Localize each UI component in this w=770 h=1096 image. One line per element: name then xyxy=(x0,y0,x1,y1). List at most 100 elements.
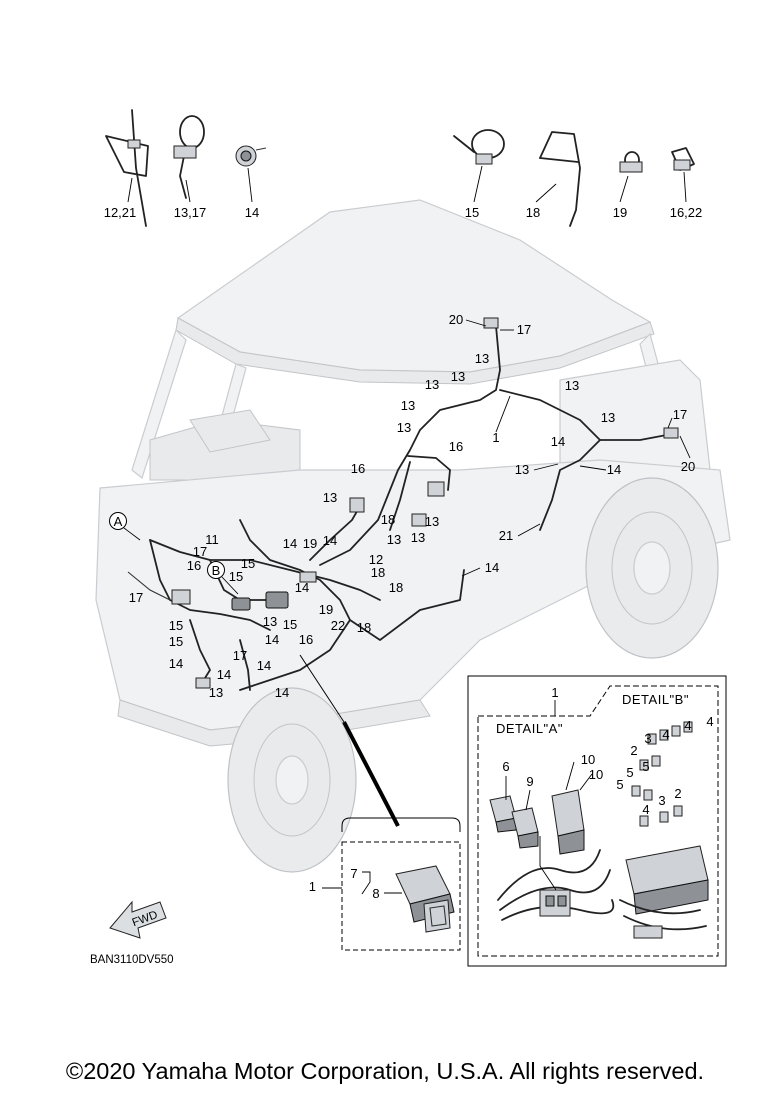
callout-label: 17 xyxy=(129,590,143,605)
rear-tire xyxy=(585,477,719,659)
callout-label: 19 xyxy=(613,205,627,220)
callout-label: 17 xyxy=(233,648,247,663)
callout-label: 14 xyxy=(217,667,231,682)
callout-label: 20 xyxy=(449,312,463,327)
callout-label: 13 xyxy=(475,351,489,366)
svg-text:6: 6 xyxy=(502,759,509,774)
relay-component-icon xyxy=(395,865,455,933)
callout-label: 12,21 xyxy=(104,205,137,220)
top-parts-row xyxy=(105,109,695,227)
callout-label: 16 xyxy=(299,632,313,647)
callout-label: 11 xyxy=(205,532,219,547)
callout-label: 13 xyxy=(425,377,439,392)
callout-label: 17 xyxy=(517,322,531,337)
fwd-arrow-icon: FWD xyxy=(109,900,167,939)
svg-text:A: A xyxy=(114,514,123,529)
callout-label: 15 xyxy=(169,634,183,649)
diagram-code: BAN3110DV550 xyxy=(90,954,174,966)
svg-text:4: 4 xyxy=(662,727,669,742)
callout-label: 15 xyxy=(229,569,243,584)
cable-tie-icon xyxy=(105,109,149,227)
front-tire xyxy=(227,687,357,873)
callout-label: 14 xyxy=(295,580,309,595)
inset-component-box: 1 7 8 xyxy=(299,654,461,951)
callout-label: 16,22 xyxy=(670,205,703,220)
callout-label: 1 xyxy=(492,430,499,445)
svg-text:10: 10 xyxy=(581,752,595,767)
callout-label: 12 xyxy=(369,552,383,567)
callout-label: 20 xyxy=(681,459,695,474)
svg-text:5: 5 xyxy=(626,765,633,780)
detail-panel: 1 DETAIL"A" DETAIL"B" 6 9 10 10 xyxy=(467,675,727,967)
callout-label: 17 xyxy=(193,544,207,559)
callout-label: 14 xyxy=(283,536,297,551)
detail-a-parts xyxy=(489,761,615,921)
svg-text:9: 9 xyxy=(526,774,533,789)
svg-text:3: 3 xyxy=(644,731,651,746)
svg-text:2: 2 xyxy=(674,786,681,801)
callout-label: 13 xyxy=(397,420,411,435)
callout-label: 14 xyxy=(323,533,337,548)
copyright-notice: ©2020 Yamaha Motor Corporation, U.S.A. A… xyxy=(65,1058,705,1084)
clamp-icon xyxy=(235,145,267,167)
svg-text:5: 5 xyxy=(642,759,649,774)
callout-label: 13 xyxy=(565,378,579,393)
callout-label: 14 xyxy=(245,205,259,220)
callout-labels: 12,21 13,17 14 15 18 19 16,22 20 17 13 1… xyxy=(104,205,703,700)
callout-label: 16 xyxy=(351,461,365,476)
callout-label: 13 xyxy=(209,685,223,700)
callout-label: 18 xyxy=(371,565,385,580)
callout-label: 13 xyxy=(451,369,465,384)
callout-label: 13 xyxy=(515,462,529,477)
circle-label-b: B xyxy=(207,561,239,595)
svg-text:7: 7 xyxy=(350,866,357,881)
callout-label: 18 xyxy=(389,580,403,595)
long-cable-tie-icon xyxy=(539,131,581,227)
svg-text:3: 3 xyxy=(658,793,665,808)
svg-text:8: 8 xyxy=(372,886,379,901)
callout-label: 15 xyxy=(169,618,183,633)
callout-label: 13 xyxy=(323,490,337,505)
vehicle-outline xyxy=(95,199,731,747)
svg-text:4: 4 xyxy=(642,802,649,817)
leader-lines xyxy=(127,165,691,577)
callout-label: 14 xyxy=(551,434,565,449)
callout-label: 15 xyxy=(465,205,479,220)
callout-label: 22 xyxy=(331,618,345,633)
callout-label: 19 xyxy=(319,602,333,617)
callout-label: 14 xyxy=(265,632,279,647)
callout-label: 21 xyxy=(499,528,513,543)
callout-label: 17 xyxy=(673,407,687,422)
callout-label: 13 xyxy=(425,514,439,529)
callout-label: 14 xyxy=(275,685,289,700)
circle-label-a: A xyxy=(109,512,141,541)
callout-label: 13 xyxy=(411,530,425,545)
callout-label: 16 xyxy=(449,439,463,454)
callout-label: 15 xyxy=(241,556,255,571)
callout-label: 14 xyxy=(607,462,621,477)
band-clip-icon xyxy=(173,115,205,199)
callout-label: 18 xyxy=(381,512,395,527)
callout-label: 14 xyxy=(485,560,499,575)
svg-text:2: 2 xyxy=(630,743,637,758)
callout-label: 16 xyxy=(187,558,201,573)
callout-label: 13,17 xyxy=(174,205,207,220)
svg-text:B: B xyxy=(212,563,221,578)
callout-label: 14 xyxy=(169,656,183,671)
callout-label: 15 xyxy=(283,617,297,632)
callout-label: 14 xyxy=(257,658,271,673)
svg-text:5: 5 xyxy=(616,777,623,792)
svg-text:10: 10 xyxy=(589,767,603,782)
callout-label: 13 xyxy=(401,398,415,413)
square-clamp-icon xyxy=(671,147,695,171)
svg-text:4: 4 xyxy=(684,718,691,733)
callout-label: 13 xyxy=(387,532,401,547)
svg-text:4: 4 xyxy=(706,714,713,729)
callout-label: 18 xyxy=(526,205,540,220)
loop-band-icon xyxy=(453,129,505,165)
callout-label: 18 xyxy=(357,620,371,635)
svg-text:1: 1 xyxy=(551,685,558,700)
small-band-icon xyxy=(619,151,643,173)
detail-a-title: DETAIL"A" xyxy=(496,721,563,736)
